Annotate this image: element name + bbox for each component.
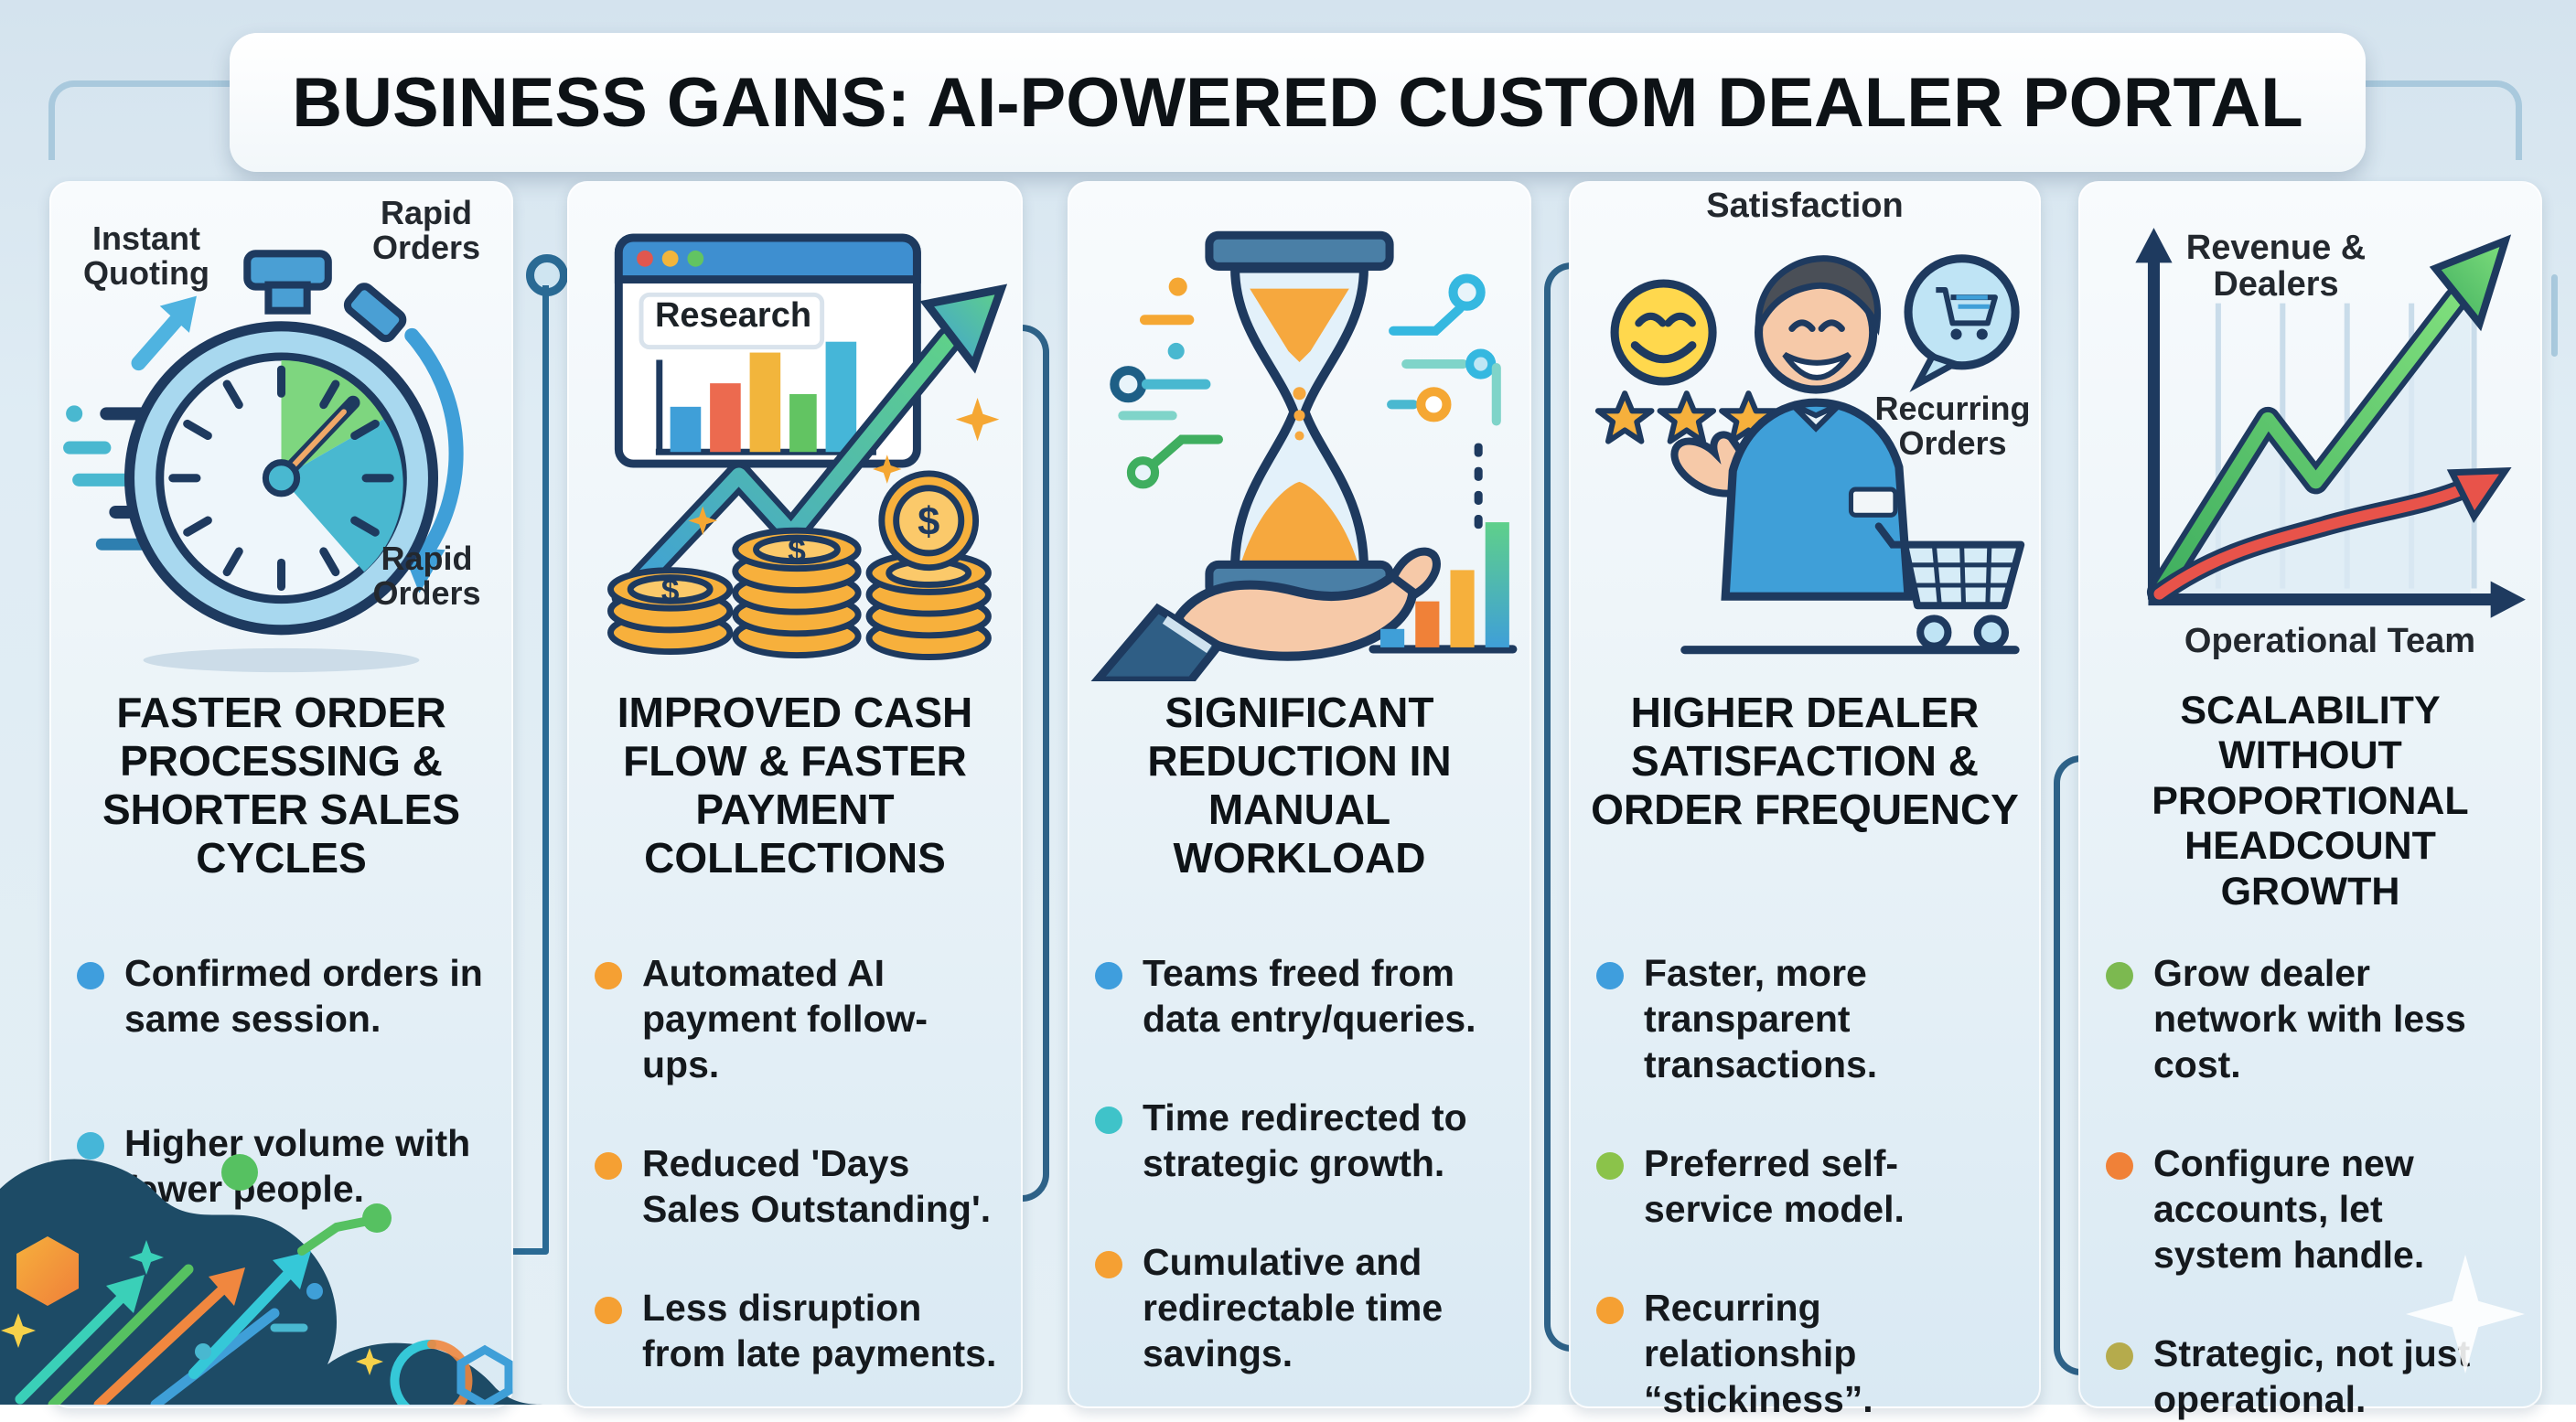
bullet-dot [1596, 1297, 1624, 1325]
card-improved-cash-flow: $ $ $ Research IMPROVED CASH FLOW & FAST… [567, 181, 1023, 1408]
list-item: Strategic, not just operational. [2106, 1331, 2520, 1422]
bullet-dot [1095, 1251, 1122, 1279]
bullet-dot [595, 962, 622, 989]
operational-team-label: Operational Team [2184, 622, 2476, 660]
list-item: Preferred self-service model. [1596, 1140, 2019, 1232]
bullet-dot [77, 1132, 104, 1160]
dollar-sign-icon: $ [918, 500, 939, 544]
card-heading: SIGNIFICANT REDUCTION IN MANUAL WORKLOAD [1147, 689, 1452, 882]
bullet-dot [1596, 962, 1624, 989]
bullet-list: Grow dealer network with less cost. Conf… [2080, 945, 2540, 1422]
list-item: Automated AI payment follow-ups. [595, 950, 1001, 1087]
bullet-text: Reduced 'Days Sales Outstanding'. [642, 1142, 992, 1231]
bullet-text: Time redirected to strategic growth. [1143, 1096, 1467, 1185]
satisfaction-label: Satisfaction [1706, 187, 1904, 225]
list-item: Recurring relationship “stickiness”. [1596, 1285, 2019, 1422]
bullet-text: Preferred self-service model. [1644, 1142, 1905, 1231]
card-scalability: Revenue & Dealers Operational Team SCALA… [2078, 181, 2542, 1420]
bullet-dot [595, 1297, 622, 1325]
title-card: BUSINESS GAINS: AI-POWERED CUSTOM DEALER… [230, 33, 2366, 172]
card-bracket-line [1004, 325, 1049, 1202]
bullet-text: Grow dealer network with less cost. [2153, 952, 2466, 1086]
browser-window-title: Research [654, 296, 812, 335]
card-heading: HIGHER DEALER SATISFACTION & ORDER FREQU… [1591, 689, 2019, 833]
stopwatch-label-rapid-orders-top: Rapid Orders [371, 194, 481, 266]
stopwatch-icon [63, 250, 464, 673]
bullet-dot [595, 1152, 622, 1181]
list-item: Less disruption from late payments. [595, 1285, 1001, 1376]
hourglass-hand-icon [1090, 230, 1518, 681]
bullet-text: Cumulative and redirectable time savings… [1143, 1241, 1444, 1375]
stopwatch-label-instant-quoting: Instant Quoting [83, 219, 209, 292]
bullet-dot [2106, 1152, 2133, 1181]
bullet-dot [1095, 1107, 1122, 1135]
bullet-text: Teams freed from data entry/queries. [1143, 952, 1476, 1041]
dollar-sign-icon: $ [788, 532, 806, 569]
list-item: Confirmed orders in same session. [77, 950, 491, 1042]
bullet-list: Teams freed from data entry/queries. Tim… [1069, 945, 1530, 1376]
recurring-orders-label: Recurring Orders [1874, 390, 2031, 462]
bullet-text: Strategic, not just operational. [2153, 1332, 2471, 1421]
list-item: Teams freed from data entry/queries. [1095, 950, 1509, 1042]
list-item: Grow dealer network with less cost. [2106, 950, 2520, 1087]
scalability-chart-icon [2135, 228, 2526, 618]
page-title: BUSINESS GAINS: AI-POWERED CUSTOM DEALER… [292, 63, 2303, 142]
card-heading: IMPROVED CASH FLOW & FASTER PAYMENT COLL… [617, 689, 973, 882]
bullet-list: Automated AI payment follow-ups. Reduced… [569, 945, 1021, 1376]
circuit-blob-icon [0, 1154, 549, 1422]
dollar-sign-icon: $ [661, 572, 680, 608]
stopwatch-illustration: Instant Quoting Rapid Orders Rapid Order… [51, 183, 511, 681]
bullet-list: Faster, more transparent transactions. P… [1571, 945, 2039, 1422]
bullet-text: Recurring relationship “stickiness”. [1644, 1287, 1873, 1421]
card-heading: SCALABILITY WITHOUT PROPORTIONAL HEADCOU… [2152, 689, 2469, 914]
hourglass-hand-illustration [1069, 183, 1530, 681]
bullet-text: Faster, more transparent transactions. [1644, 952, 1878, 1086]
bullet-list: Confirmed orders in same session. Higher… [51, 945, 511, 1212]
right-edge-accent-line [2551, 274, 2558, 357]
corner-bracket-top-right [2328, 80, 2522, 160]
list-item: Reduced 'Days Sales Outstanding'. [595, 1140, 1001, 1232]
bullet-text: Configure new accounts, let system handl… [2153, 1142, 2425, 1277]
list-item: Cumulative and redirectable time savings… [1095, 1239, 1509, 1376]
dealer-satisfaction-icon [1594, 254, 2025, 655]
card-manual-workload-reduction: SIGNIFICANT REDUCTION IN MANUAL WORKLOAD… [1068, 181, 1531, 1408]
list-item: Faster, more transparent transactions. [1596, 950, 2019, 1087]
revenue-dealers-label: Revenue & Dealers [2185, 229, 2367, 304]
card-bracket-line [2054, 755, 2095, 1375]
card-bracket-line [1544, 262, 1589, 1352]
dealer-satisfaction-illustration: Satisfaction Recurring Orders [1571, 183, 2039, 681]
list-item: Time redirected to strategic growth. [1095, 1095, 1509, 1186]
bullet-text: Automated AI payment follow-ups. [642, 952, 928, 1086]
circuit-vertical-line [542, 285, 549, 1251]
circuit-blob-decoration [0, 1134, 549, 1422]
bullet-text: Confirmed orders in same session. [124, 952, 483, 1041]
scalability-chart-illustration: Revenue & Dealers Operational Team [2080, 183, 2540, 681]
card-heading: FASTER ORDER PROCESSING & SHORTER SALES … [102, 689, 461, 882]
card-dealer-satisfaction: Satisfaction Recurring Orders HIGHER DEA… [1569, 181, 2041, 1420]
bullet-dot [77, 962, 104, 989]
bullet-dot [2106, 1342, 2133, 1371]
bullet-text: Less disruption from late payments. [642, 1287, 997, 1375]
bullet-dot [2106, 962, 2133, 989]
research-growth-illustration: $ $ $ Research [569, 183, 1021, 681]
list-item: Configure new accounts, let system handl… [2106, 1140, 2520, 1278]
corner-bracket-top-left [48, 80, 242, 160]
bullet-dot [1596, 1152, 1624, 1181]
stopwatch-label-rapid-orders-bottom: Rapid Orders [372, 540, 481, 612]
bullet-dot [1095, 962, 1122, 989]
research-growth-coins-icon: $ $ $ [606, 233, 1008, 660]
